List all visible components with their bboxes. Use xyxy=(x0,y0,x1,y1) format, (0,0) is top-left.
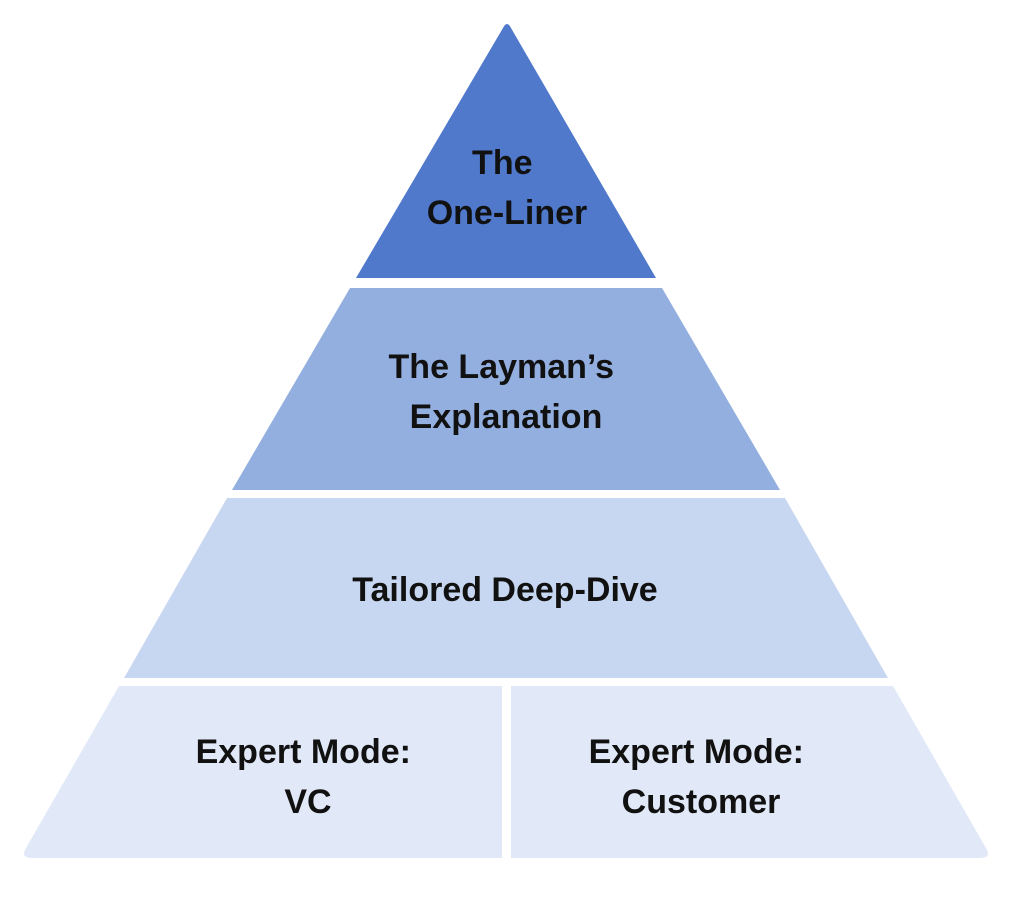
tier-expert-mode-vc: Expert Mode: VC xyxy=(24,686,502,858)
tier-tailored-deep-dive-shape xyxy=(124,498,888,678)
tier-one-liner-line-2: One-Liner xyxy=(427,194,588,232)
tier-laymans-explanation-line-2: Explanation xyxy=(410,398,603,436)
tier-expert-mode-customer: Expert Mode: Customer xyxy=(511,686,988,858)
tier-laymans-explanation-line-1: The Layman’s xyxy=(389,348,614,386)
tier-laymans-explanation-label: The Layman’s Explanation xyxy=(389,348,624,436)
tier-tailored-deep-dive-label: Tailored Deep-Dive xyxy=(352,571,657,609)
tier-one-liner-label: The One-Liner xyxy=(427,144,588,232)
tier-expert-mode-customer-line-2: Customer xyxy=(622,783,781,821)
tier-laymans-explanation-shape xyxy=(232,288,780,490)
tier-expert-mode-customer-line-1: Expert Mode: xyxy=(589,733,804,771)
tier-laymans-explanation: The Layman’s Explanation xyxy=(232,288,780,490)
tier-expert-mode-vc-line-1: Expert Mode: xyxy=(196,733,411,771)
tier-one-liner-line-1: The xyxy=(472,144,532,182)
tier-expert-mode-vc-line-2: VC xyxy=(284,783,331,821)
tier-one-liner: The One-Liner xyxy=(356,24,656,278)
tier-expert-mode-vc-shape xyxy=(24,686,502,858)
tier-expert-mode-vc-label: Expert Mode: VC xyxy=(196,733,421,821)
tier-expert-mode-customer-shape xyxy=(511,686,988,858)
tier-expert-mode-customer-label: Expert Mode: Customer xyxy=(589,733,814,821)
tier-tailored-deep-dive: Tailored Deep-Dive xyxy=(124,498,888,678)
tier-tailored-deep-dive-line-1: Tailored Deep-Dive xyxy=(352,571,657,609)
tier-one-liner-shape xyxy=(356,24,656,278)
